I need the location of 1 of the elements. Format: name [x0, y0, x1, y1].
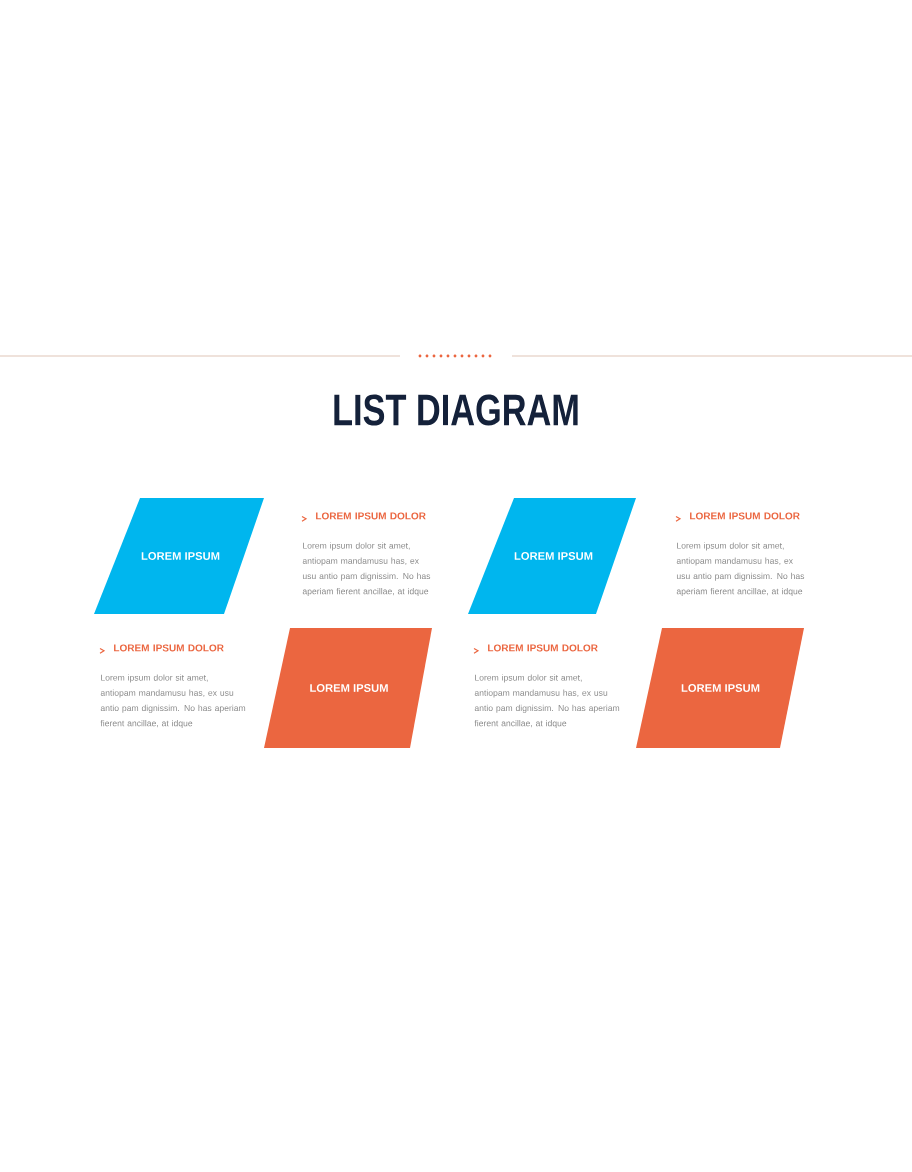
- title: LIST DIAGRAM: [334, 394, 578, 426]
